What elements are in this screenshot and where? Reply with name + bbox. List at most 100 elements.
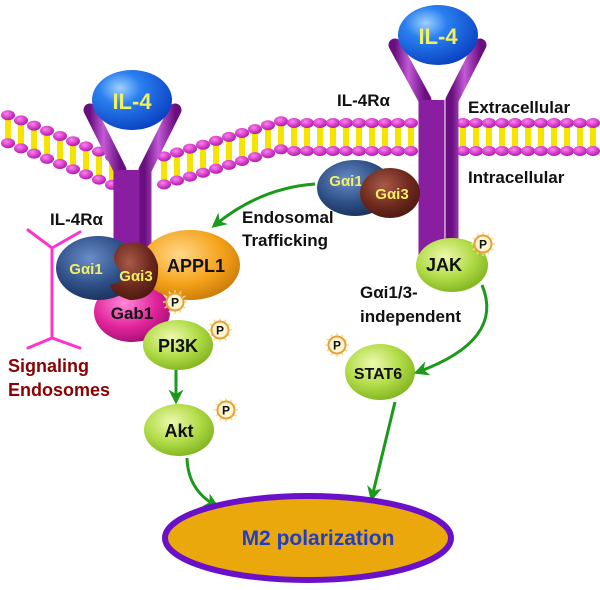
lipid-head: [170, 147, 184, 158]
lipid-head: [1, 138, 15, 149]
phosphate-label: P: [216, 324, 224, 338]
appl1-protein: APPL1: [140, 230, 240, 300]
lipid-tail: [213, 144, 219, 165]
lipid-tail: [330, 127, 336, 147]
lipid-head: [378, 146, 392, 156]
lipid-head: [456, 118, 470, 128]
svg-text:Akt: Akt: [164, 421, 193, 441]
lipid-head: [404, 118, 418, 128]
lipid-tail: [31, 129, 37, 150]
m2-polarization-node: M2 polarization: [162, 493, 454, 583]
lipid-head: [209, 163, 223, 174]
stat6-phosphate: P: [325, 333, 349, 357]
lipid-head: [14, 143, 28, 154]
lipid-head: [300, 118, 314, 128]
il4-ligand-right: IL-4: [398, 5, 478, 65]
gai3-protein-right: Gαi3: [360, 168, 420, 218]
lipid-head: [40, 153, 54, 164]
lipid-head: [248, 124, 262, 135]
lipid-tail: [96, 155, 102, 176]
il4-label-left: IL-4: [112, 89, 152, 114]
svg-text:STAT6: STAT6: [354, 366, 402, 383]
lipid-head: [66, 136, 80, 147]
lipid-head: [352, 118, 366, 128]
lipid-head: [339, 146, 353, 156]
endosomal-trafficking-arrow: [211, 182, 316, 228]
lipid-tail: [291, 127, 297, 147]
lipid-head: [287, 146, 301, 156]
lipid-tail: [343, 127, 349, 147]
lipid-head: [261, 120, 275, 131]
lipid-head: [1, 110, 15, 121]
svg-text:Gab1: Gab1: [111, 304, 154, 323]
receptor-right: [388, 38, 487, 262]
lipid-tail: [278, 125, 284, 146]
lipid-head: [235, 156, 249, 166]
lipid-tail: [538, 127, 544, 147]
akt-to-m2-arrow: [185, 457, 219, 508]
lipid-head: [222, 159, 236, 170]
lipid-head: [482, 118, 496, 128]
svg-text:Gαi1: Gαi1: [329, 173, 362, 190]
phosphate-label: P: [222, 404, 230, 418]
lipid-tail: [187, 152, 193, 173]
lipid-head: [326, 118, 340, 128]
phosphate-label: P: [333, 339, 341, 353]
stat6-protein: STAT6: [345, 344, 415, 400]
lipid-head: [14, 115, 28, 126]
jak-phosphate: P: [471, 232, 495, 256]
lipid-tail: [395, 127, 401, 147]
independent-label-1: Gαi1/3-: [360, 283, 418, 302]
lipid-head: [235, 128, 249, 138]
jak-to-stat6-arrow: [413, 284, 489, 376]
lipid-head: [339, 118, 353, 128]
svg-text:Gαi3: Gαi3: [375, 186, 408, 203]
lipid-tail: [304, 127, 310, 147]
lipid-tail: [356, 127, 362, 147]
lipid-tail: [486, 127, 492, 147]
lipid-head: [157, 179, 171, 190]
lipid-head: [287, 118, 301, 128]
lipid-tail: [317, 127, 323, 147]
svg-text:Gαi1: Gαi1: [69, 261, 102, 278]
lipid-head: [365, 118, 379, 128]
lipid-tail: [109, 160, 115, 181]
lipid-head: [521, 118, 535, 128]
lipid-head: [482, 146, 496, 156]
lipid-tail: [408, 127, 414, 147]
lipid-tail: [499, 127, 505, 147]
lipid-head: [560, 118, 574, 128]
lipid-head: [40, 125, 54, 136]
lipid-tail: [18, 124, 24, 145]
lipid-head: [274, 116, 288, 127]
lipid-head: [560, 146, 574, 156]
phosphate-label: P: [479, 238, 487, 252]
lipid-head: [352, 146, 366, 156]
pi3k-phosphate: P: [208, 318, 232, 342]
lipid-tail: [57, 140, 63, 160]
lipid-head: [313, 118, 327, 128]
lipid-head: [495, 146, 509, 156]
signaling-endosomes-label-1: Signaling: [8, 356, 89, 376]
lipid-head: [79, 169, 93, 180]
lipid-head: [534, 118, 548, 128]
lipid-tail: [525, 127, 531, 147]
lipid-tail: [551, 127, 557, 147]
lipid-head: [586, 118, 600, 128]
lipid-head: [170, 175, 184, 186]
intracellular-label: Intracellular: [468, 168, 565, 187]
lipid-tail: [382, 127, 388, 147]
lipid-head: [274, 144, 288, 155]
lipid-head: [573, 146, 587, 156]
lipid-head: [456, 146, 470, 156]
lipid-head: [469, 146, 483, 156]
lipid-head: [183, 143, 197, 154]
lipid-head: [391, 146, 405, 156]
pi3k-protein: PI3K: [143, 320, 213, 370]
lipid-head: [313, 146, 327, 156]
lipid-head: [547, 118, 561, 128]
lipid-head: [183, 171, 197, 182]
lipid-head: [508, 118, 522, 128]
lipid-tail: [83, 150, 89, 171]
